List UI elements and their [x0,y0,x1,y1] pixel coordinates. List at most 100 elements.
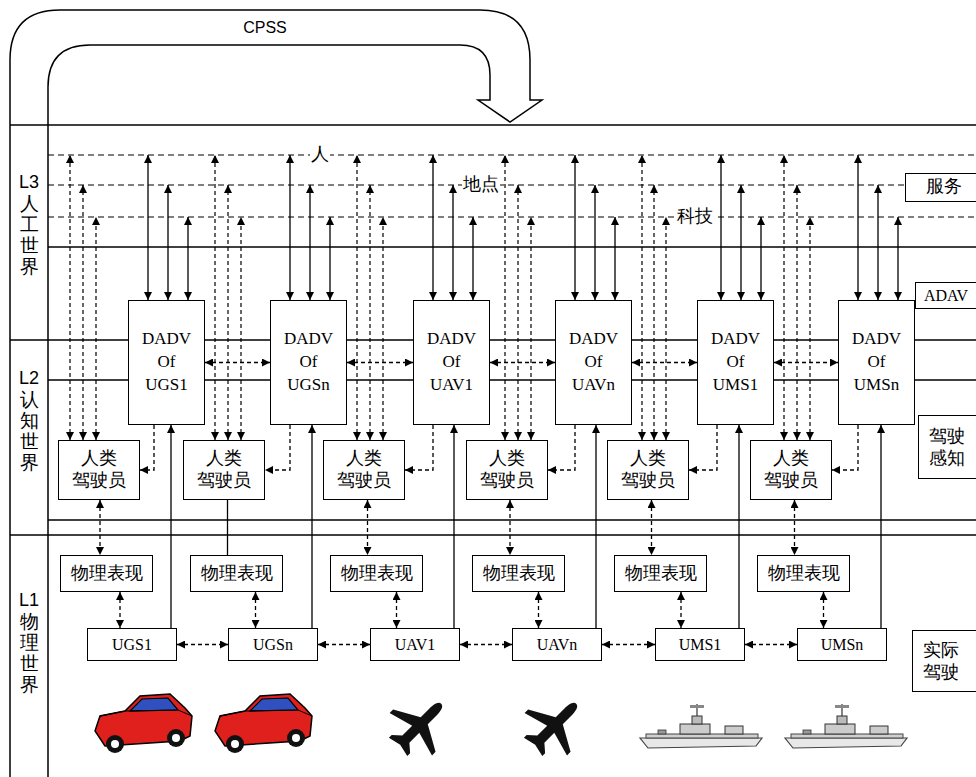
service-arrow [574,155,575,300]
driver-box: 人类 驾驶员 [607,440,689,500]
band-line [10,124,976,126]
vehicle-box: UAV1 [370,628,460,661]
dadv-box: DADV Of UAVn [555,300,632,425]
text-label: L1 [19,590,39,611]
node-text: DADV Of UAVn [565,328,623,397]
ship-bridge [837,716,847,724]
side-box: 驾驶 感知 [918,415,976,479]
service-box: 服务 [905,173,976,202]
dadv-box: DADV Of UGSn [270,300,347,425]
connector [318,644,370,645]
service-arrow [504,155,505,440]
connector [255,592,256,628]
node-text: DADV Of UMSn [848,328,906,397]
ship-icon [640,704,762,748]
car-icon [95,694,192,753]
connector [140,425,154,470]
dashed-line [48,216,976,217]
service-arrow [289,155,290,300]
ship-radar [690,705,704,708]
connector [689,425,717,470]
connector [509,500,510,555]
service-arrow [147,155,148,300]
connector [396,592,397,628]
band-title: 人工世界 [20,194,39,278]
side-box: 实际 驾驶 [912,630,976,692]
connector [680,592,681,628]
text-label: L3 [19,172,39,193]
connector [347,362,413,363]
service-arrow [329,217,330,300]
connector [311,425,312,628]
ship-gun [803,730,811,734]
band-line [10,534,976,536]
car-wheel [167,729,185,747]
ship-hull [785,738,907,748]
ship-hull [640,738,762,748]
driver-box: 人类 驾驶员 [58,440,140,500]
dashed-line [48,184,976,185]
service-arrow [665,217,666,440]
physical-box: 物理表现 [330,555,423,592]
text-label: L2 [19,368,39,389]
text-label: 地点 [462,175,500,195]
ship-gun [658,730,666,734]
node-text: 人类 驾驶员 [193,448,255,491]
connector [602,644,655,645]
ship-bridge [692,716,702,724]
dadv-box: DADV Of UAV1 [413,300,490,425]
service-arrow [432,155,433,300]
connector [367,500,368,555]
band-title: 认知世界 [20,390,39,474]
node-text: UAV1 [395,635,436,654]
band-title: 物理世界 [20,612,39,696]
service-arrow [356,155,357,440]
plane-icon [377,683,463,769]
car-hub [231,740,239,748]
connector [99,500,100,555]
ship-superstructure [680,724,710,734]
connector [265,425,290,470]
plane-icon [512,683,598,769]
physical-box: 物理表现 [614,555,707,592]
node-text: DADV Of UGSn [280,328,338,397]
physical-box: 物理表现 [190,555,283,592]
physical-box: 物理表现 [757,555,850,592]
connector [774,362,838,363]
service-arrow [167,185,168,300]
node-text: UGSn [253,635,293,654]
service-arrow [309,185,310,300]
dadv-box: DADV Of UMS1 [697,300,774,425]
car-wheel [106,735,124,753]
connector [880,425,881,628]
node-text: 物理表现 [201,563,273,585]
connector [651,500,652,555]
band-lines [10,125,976,535]
service-arrow [614,217,615,300]
band-line [48,519,976,521]
text-label: 科技 [676,207,714,227]
node-text: 人类 驾驶员 [333,448,395,491]
car-wheel [287,729,305,747]
plane-body [377,683,463,769]
car-wheel [226,735,244,753]
service-arrow [240,217,241,440]
service-arrow [95,217,96,440]
node-text: 物理表现 [768,563,840,585]
vehicle-box: UMS1 [655,628,745,661]
ship-superstructure [825,724,855,734]
connector [832,425,858,470]
node-text: 人类 驾驶员 [68,448,130,491]
driver-service-arrows [70,155,810,440]
car-icon [215,694,312,753]
node-text: ADAV [924,286,968,305]
vehicle-box: UGSn [228,628,318,661]
node-text: 物理表现 [625,563,697,585]
service-arrow [382,217,383,440]
connector [794,500,795,555]
node-text: 物理表现 [71,563,143,585]
node-text: UGS1 [112,635,152,654]
node-text: 人类 驾驶员 [476,448,538,491]
node-text: 服务 [926,176,962,198]
